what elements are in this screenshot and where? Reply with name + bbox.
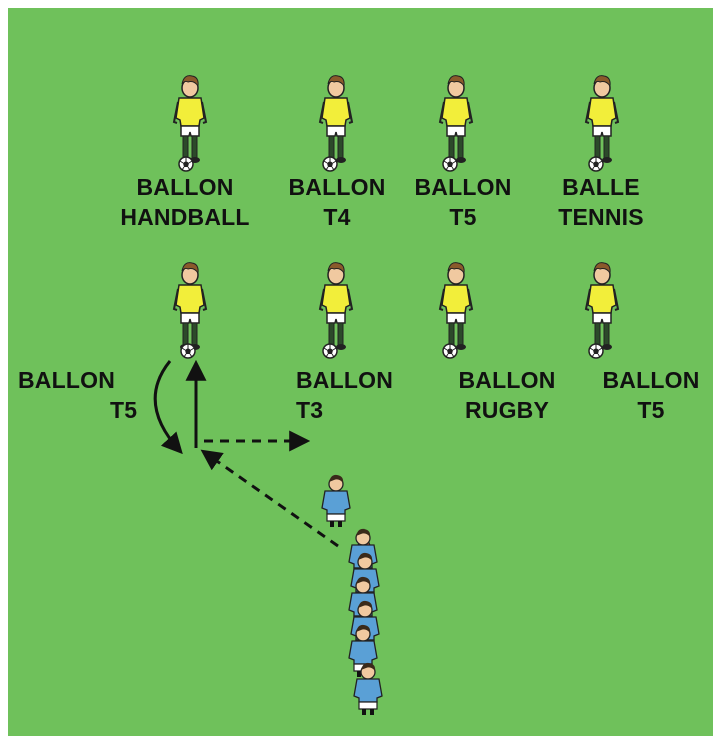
station-label-line2: T5 xyxy=(398,202,528,232)
station-label-line2: T5 xyxy=(18,395,198,425)
soccer-ball-icon xyxy=(443,344,457,358)
soccer-ball-icon xyxy=(443,157,457,171)
station-label-6: BALLON T3 xyxy=(296,365,436,425)
station-label-line2: HANDBALL xyxy=(96,202,274,232)
station-label-line1: BALLON xyxy=(442,365,572,395)
station-label-line2: T4 xyxy=(272,202,402,232)
station-label-line2: T3 xyxy=(296,395,436,425)
station-label-line1: BALLON xyxy=(18,365,198,395)
station-label-8: BALLON T5 xyxy=(588,365,714,425)
station-label-5: BALLON T5 xyxy=(18,365,198,425)
soccer-ball-icon xyxy=(323,157,337,171)
station-label-line1: BALLON xyxy=(398,172,528,202)
soccer-ball-icon xyxy=(323,344,337,358)
station-label-3: BALLON T5 xyxy=(398,172,528,232)
station-label-7: BALLON RUGBY xyxy=(442,365,572,425)
station-label-line1: BALLON xyxy=(588,365,714,395)
soccer-ball-icon xyxy=(181,344,195,358)
station-label-line1: BALLON xyxy=(96,172,274,202)
soccer-ball-icon xyxy=(589,157,603,171)
station-label-line1: BALLE xyxy=(536,172,666,202)
station-label-2: BALLON T4 xyxy=(272,172,402,232)
station-label-1: BALLON HANDBALL xyxy=(96,172,274,232)
station-label-line2: TENNIS xyxy=(536,202,666,232)
station-label-4: BALLE TENNIS xyxy=(536,172,666,232)
station-label-line2: T5 xyxy=(588,395,714,425)
station-label-line1: BALLON xyxy=(296,365,436,395)
soccer-ball-icon xyxy=(589,344,603,358)
station-label-line1: BALLON xyxy=(272,172,402,202)
station-label-line2: RUGBY xyxy=(442,395,572,425)
soccer-ball-icon xyxy=(179,157,193,171)
